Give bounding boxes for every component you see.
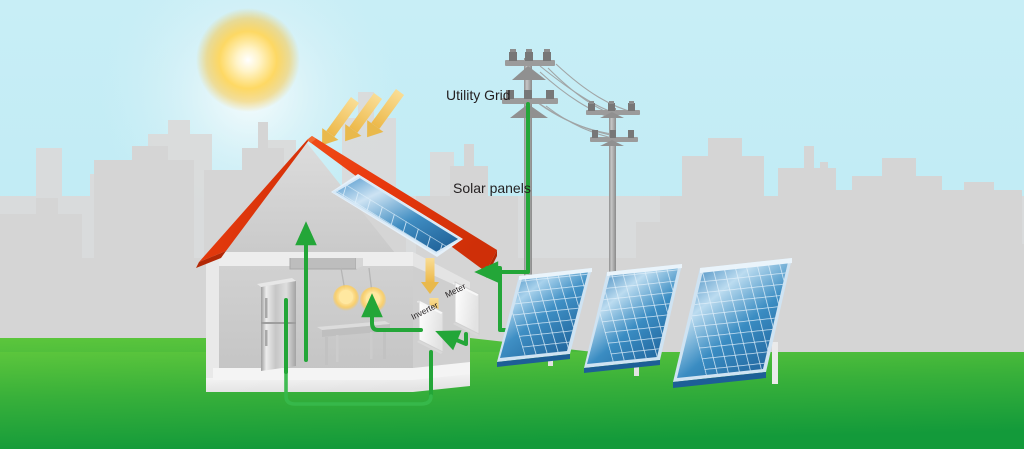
roof-energy-arrow (421, 258, 439, 294)
house-left-wall (206, 258, 219, 388)
roof-left-slope (199, 136, 312, 262)
ground-solar-array-2 (584, 264, 682, 376)
media-cabinet (289, 258, 363, 270)
sun-disc (196, 8, 300, 112)
house (196, 136, 497, 392)
ground-solar-array-1 (497, 268, 592, 367)
meter-box (453, 281, 480, 336)
sun-ray-3 (367, 89, 405, 138)
sun-ray-2 (345, 93, 383, 142)
roof-left-edge (196, 251, 226, 268)
ground-solar-array-3 (673, 258, 792, 388)
house-floor (206, 372, 470, 392)
sun-ray-1 (322, 97, 360, 146)
house-back-wall (213, 258, 413, 378)
refrigerator (257, 278, 296, 371)
wire-inverter-to-lights (361, 293, 423, 332)
pendant-lamp-left (333, 267, 359, 311)
house-gable (219, 143, 399, 258)
label-solar-panels: Solar panels (453, 180, 531, 196)
roof-ridge (307, 136, 316, 143)
wire-meter-to-inverter (435, 330, 468, 351)
utility-pole-far (586, 101, 640, 338)
wire-underground-run (284, 370, 433, 406)
sun-rays (322, 89, 405, 146)
house-floor-top (213, 362, 470, 380)
label-utility-grid: Utility Grid (446, 87, 511, 103)
green-wiring (284, 102, 530, 406)
grass-fill (0, 352, 1024, 449)
